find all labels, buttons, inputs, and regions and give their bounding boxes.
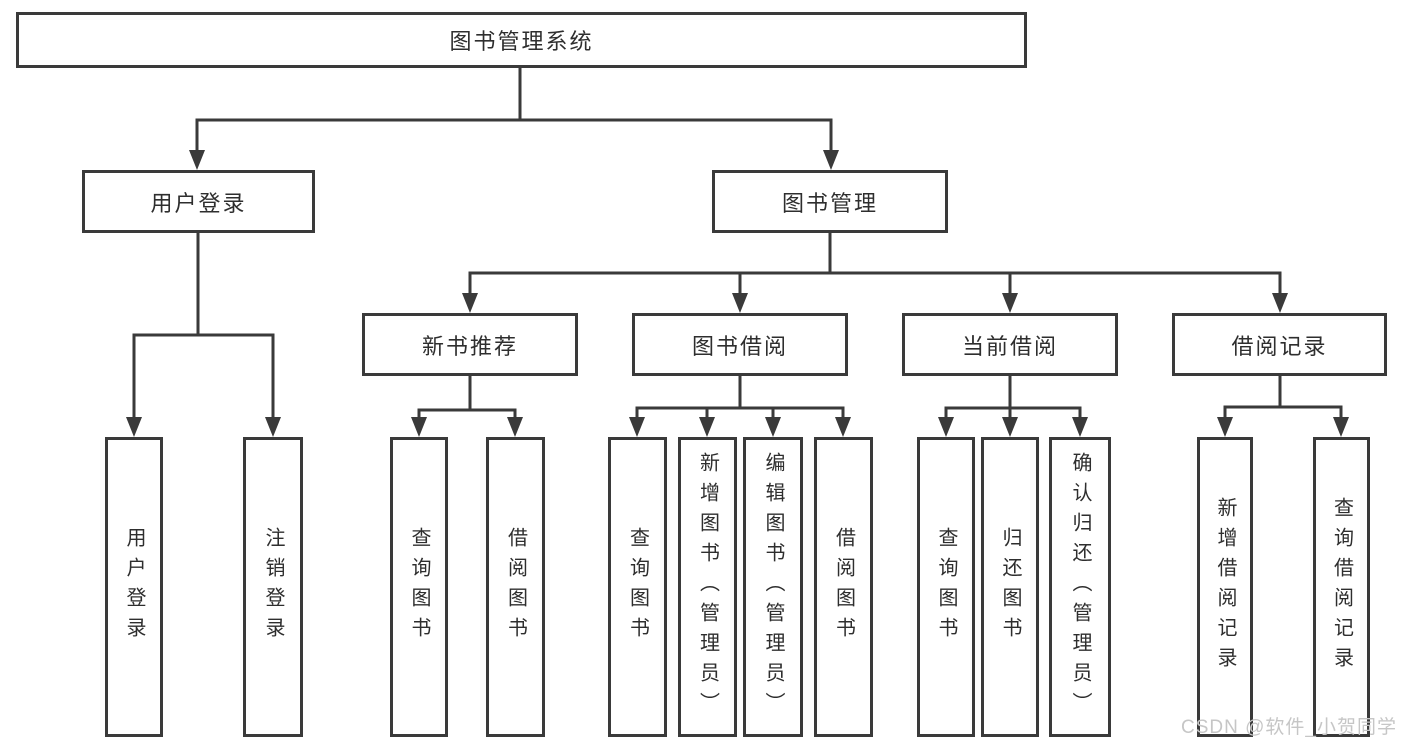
node-leaf-query-borrow-record: 查询借阅记录 bbox=[1313, 437, 1370, 737]
node-label: 查询图书 bbox=[408, 527, 430, 647]
node-current-borrowing: 当前借阅 bbox=[902, 313, 1118, 376]
node-leaf-query-books-1: 查询图书 bbox=[390, 437, 448, 737]
node-label: 新增借阅记录 bbox=[1214, 497, 1236, 677]
node-label: 新增图书（管理员） bbox=[696, 452, 719, 722]
node-leaf-add-book-admin: 新增图书（管理员） bbox=[678, 437, 737, 737]
node-leaf-return-books: 归还图书 bbox=[981, 437, 1039, 737]
node-leaf-logout: 注销登录 bbox=[243, 437, 303, 737]
node-label: 查询借阅记录 bbox=[1330, 497, 1353, 677]
node-book-borrowing: 图书借阅 bbox=[632, 313, 848, 376]
node-leaf-borrow-books-2: 借阅图书 bbox=[814, 437, 873, 737]
node-borrowing-records: 借阅记录 bbox=[1172, 313, 1387, 376]
node-leaf-query-books-3: 查询图书 bbox=[917, 437, 975, 737]
node-label: 借阅图书 bbox=[832, 527, 855, 647]
node-label: 查询图书 bbox=[626, 527, 649, 647]
node-label: 确认归还（管理员） bbox=[1069, 452, 1091, 722]
csdn-watermark: CSDN @软件_小贺同学 bbox=[1181, 717, 1397, 738]
node-leaf-user-login: 用户登录 bbox=[105, 437, 163, 737]
node-label: 归还图书 bbox=[999, 527, 1021, 647]
node-leaf-edit-book-admin: 编辑图书（管理员） bbox=[743, 437, 803, 737]
node-book-management: 图书管理 bbox=[712, 170, 948, 233]
node-label: 注销登录 bbox=[262, 527, 284, 647]
node-leaf-confirm-return-admin: 确认归还（管理员） bbox=[1049, 437, 1111, 737]
node-label: 查询图书 bbox=[935, 527, 957, 647]
node-new-book-recommend: 新书推荐 bbox=[362, 313, 578, 376]
node-library-system: 图书管理系统 bbox=[16, 12, 1027, 68]
node-leaf-query-books-2: 查询图书 bbox=[608, 437, 667, 737]
node-leaf-add-borrow-record: 新增借阅记录 bbox=[1197, 437, 1253, 737]
node-leaf-borrow-books-1: 借阅图书 bbox=[486, 437, 545, 737]
node-label: 用户登录 bbox=[123, 527, 145, 647]
node-user-login: 用户登录 bbox=[82, 170, 315, 233]
node-label: 编辑图书（管理员） bbox=[762, 452, 784, 722]
node-label: 借阅图书 bbox=[504, 527, 527, 647]
